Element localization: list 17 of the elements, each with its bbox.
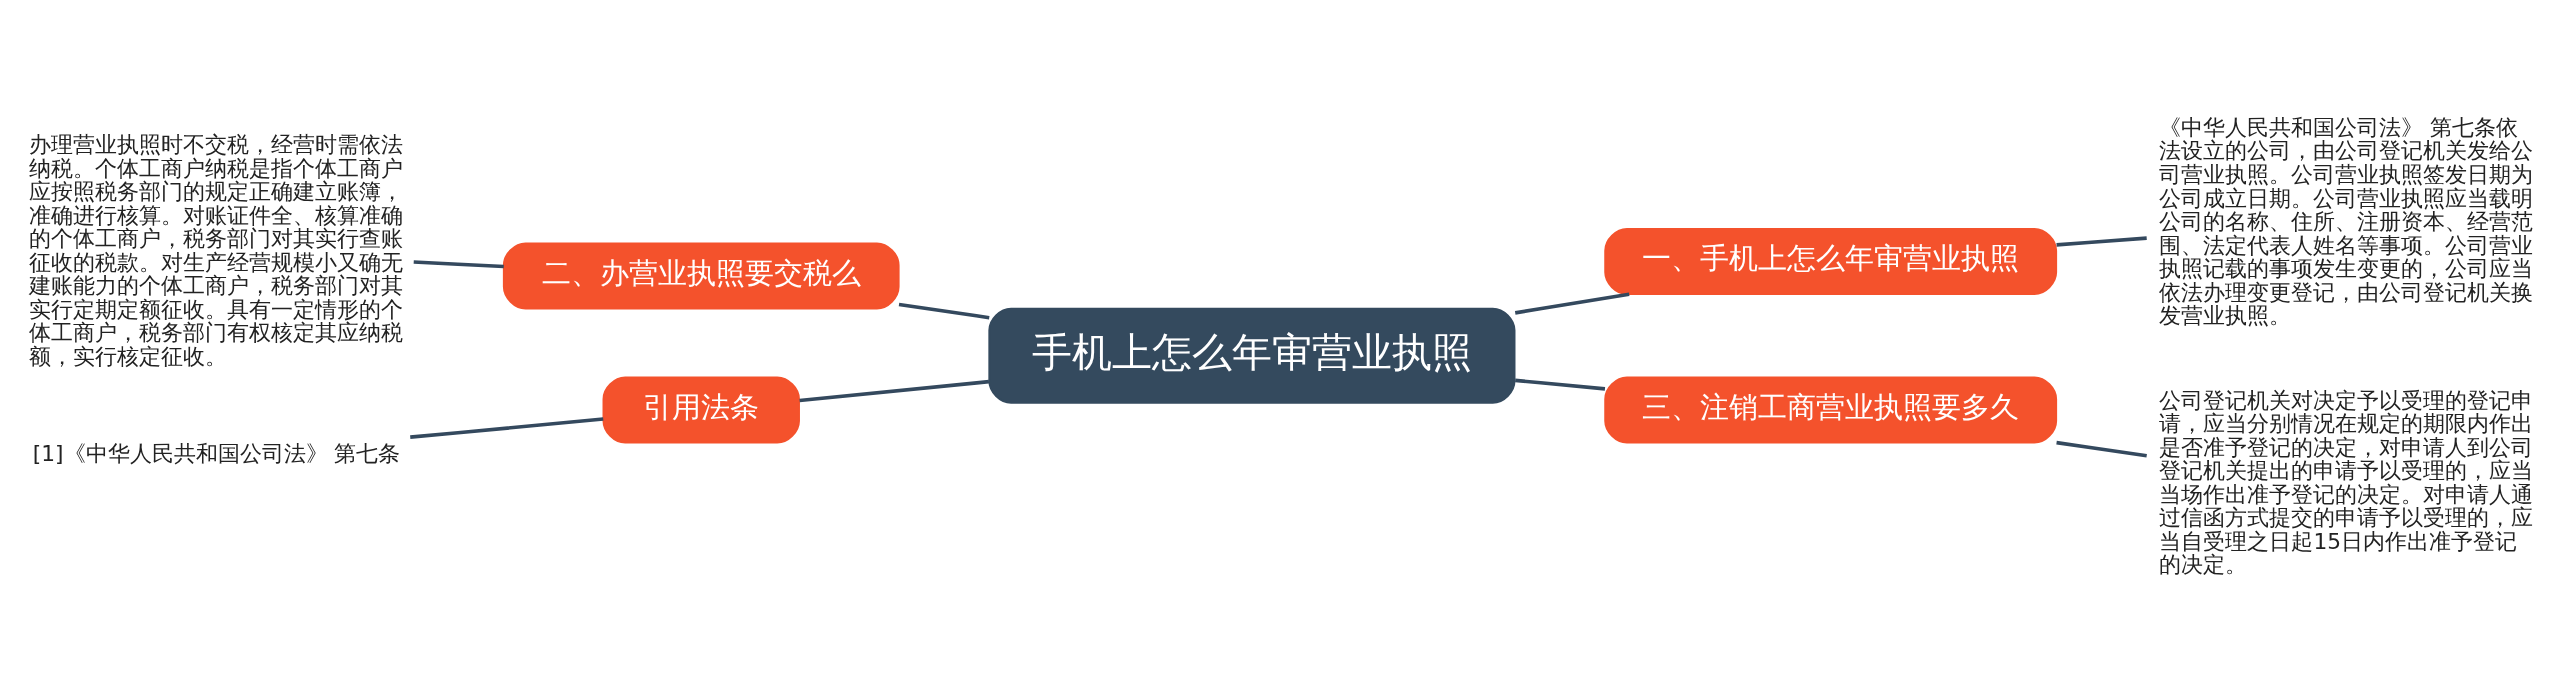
- connector: [1515, 378, 1606, 391]
- node-box: 三、注销工商营业执照要多久: [1604, 376, 2058, 444]
- connector: [799, 379, 990, 403]
- node-box: 引用法条: [602, 376, 800, 444]
- node-box: 一、手机上怎么年审营业执照: [1604, 228, 2058, 295]
- connector: [410, 417, 604, 439]
- connector: [2056, 236, 2147, 247]
- node-box: 二、办营业执照要交税么: [502, 242, 900, 310]
- node-text: 办理营业执照时不交税，经营时需依法纳税。个体工商户纳税是指个体工商户应按照税务部门的规定正确建立账簿，准确进行核算。对账证件全、核算准确的个体工商户，税务部门对其实行查账征收的税款。对生产经营规模小又确无建账能力的个体工商户，税务部门对其实行定期定额征收。具有一定情形的个体工商户，税务部门有权核定其应纳税额，实行核定征收。: [29, 132, 404, 370]
- connector: [413, 260, 504, 269]
- node-box: 手机上怎么年审营业执照: [988, 307, 1516, 404]
- connector: [1514, 292, 1630, 315]
- connector: [898, 302, 990, 320]
- node-text: [1]《中华人民共和国公司法》 第七条: [32, 440, 401, 466]
- node-text: 《中华人民共和国公司法》 第七条依法设立的公司，由公司登记机关发给公司营业执照。公司营业执照签发日期为公司成立日期。公司营业执照应当载明公司的名称、住所、注册资本、经营范围、法定代表人姓名等事项。公司营业执照记载的事项发生变更的，公司应当依法办理变更登记，由公司登记机关换发营业执照。: [2159, 114, 2534, 329]
- connector: [2056, 440, 2147, 458]
- node-text: 公司登记机关对决定予以受理的登记申请，应当分别情况在规定的期限内作出是否准予登记的决定，对申请人到公司登记机关提出的申请予以受理的，应当当场作出准予登记的决定。对申请人通过信函方式提交的申请予以受理的，应当自受理之日起15日内作出准予登记的决定。: [2159, 387, 2534, 578]
